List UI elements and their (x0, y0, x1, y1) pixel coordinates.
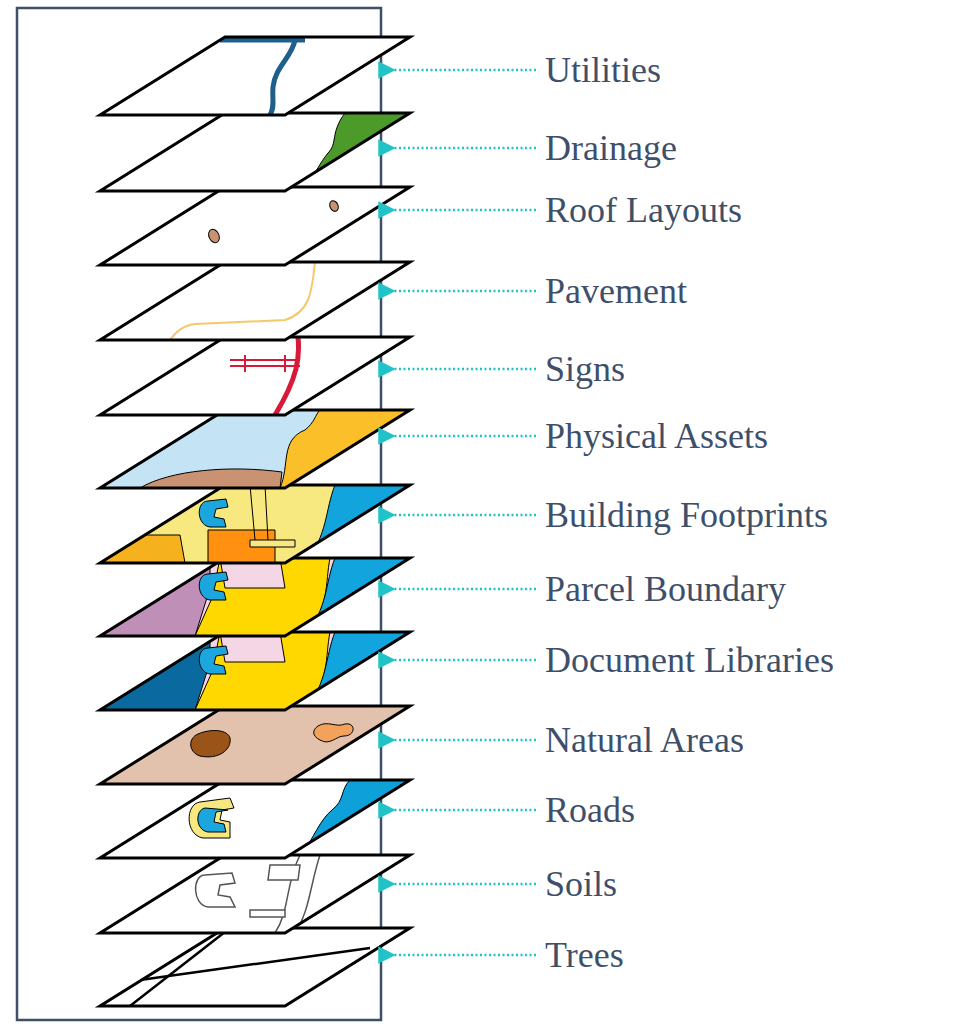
layer-label: Signs (545, 351, 625, 387)
layer-label: Trees (545, 937, 624, 973)
layer-label: Soils (545, 866, 617, 902)
parcel-boundary-layer (100, 558, 410, 636)
roof-layouts-layer (100, 187, 410, 265)
document-libraries-layer (100, 632, 410, 710)
physical-assets-layer (100, 410, 410, 488)
layer-label: Drainage (545, 130, 677, 166)
signs-layer (100, 337, 410, 415)
utilities-layer (100, 37, 410, 115)
trees-layer (100, 928, 410, 1006)
roads-layer (100, 780, 410, 858)
drainage-layer (100, 113, 410, 191)
layer-label: Physical Assets (545, 418, 768, 454)
building-footprints-layer (100, 485, 410, 563)
soils-layer (100, 855, 410, 933)
layer-label: Document Libraries (545, 642, 834, 678)
layer-label: Pavement (545, 273, 687, 309)
layer-label: Roads (545, 792, 635, 828)
layer-label: Utilities (545, 52, 661, 88)
leader-arrows (394, 70, 536, 955)
pavement-layer (100, 262, 410, 340)
natural-areas-layer (100, 706, 410, 784)
layer-label: Building Footprints (545, 497, 828, 533)
layer-label: Roof Layouts (545, 192, 742, 228)
layer-label: Parcel Boundary (545, 571, 786, 607)
layer-label: Natural Areas (545, 722, 744, 758)
